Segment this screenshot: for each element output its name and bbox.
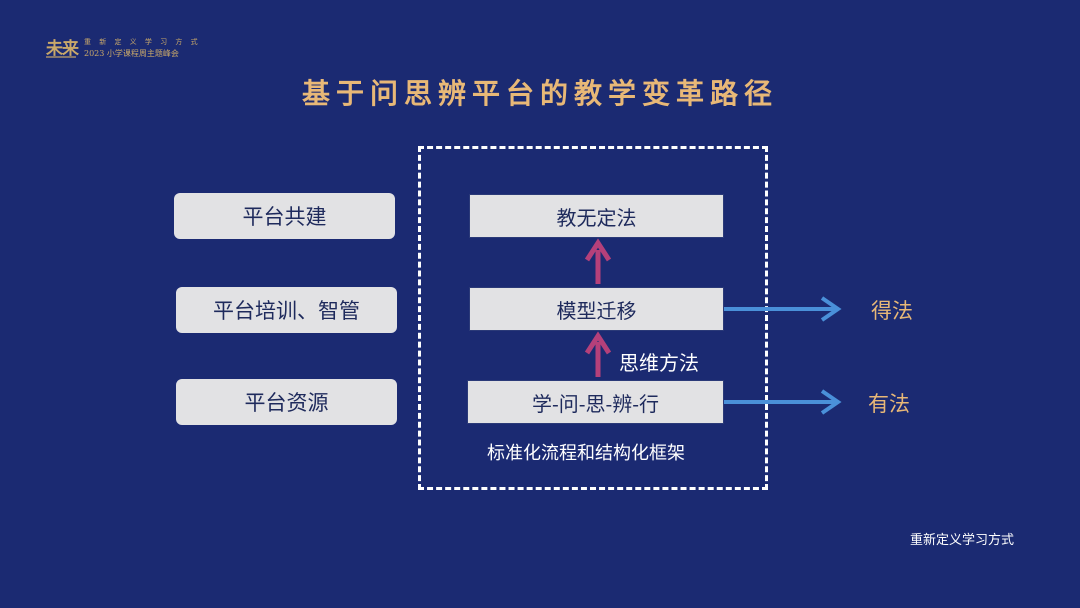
slide-title: 基于问思辨平台的教学变革路径 — [301, 77, 778, 110]
left-box-training: 平台培训、智管 — [176, 287, 397, 333]
center-box-teaching: 教无定法 — [469, 194, 724, 238]
label-framework: 标准化流程和结构化框架 — [487, 443, 685, 464]
footer-tagline: 重新定义学习方式 — [909, 533, 1014, 548]
center-box-process: 学-问-思-辨-行 — [467, 380, 724, 424]
center-box-model-transfer: 模型迁移 — [469, 287, 724, 331]
label-result-bottom: 有法 — [868, 392, 910, 416]
label-thinking-method: 思维方法 — [619, 351, 699, 375]
logo-rule — [46, 56, 76, 58]
logo-tagline: 重 新 定 义 学 习 方 式 — [84, 38, 201, 46]
logo-event-name: 2023 小学课程周主题峰会 — [84, 49, 179, 58]
left-box-co-build: 平台共建 — [174, 193, 395, 239]
platform-frame — [418, 146, 768, 490]
summit-logo: 未来 重 新 定 义 学 习 方 式 2023 小学课程周主题峰会 — [46, 34, 198, 62]
left-box-resources: 平台资源 — [176, 379, 397, 425]
label-result-top: 得法 — [871, 299, 913, 323]
logo-mark: 未来 — [46, 39, 79, 59]
